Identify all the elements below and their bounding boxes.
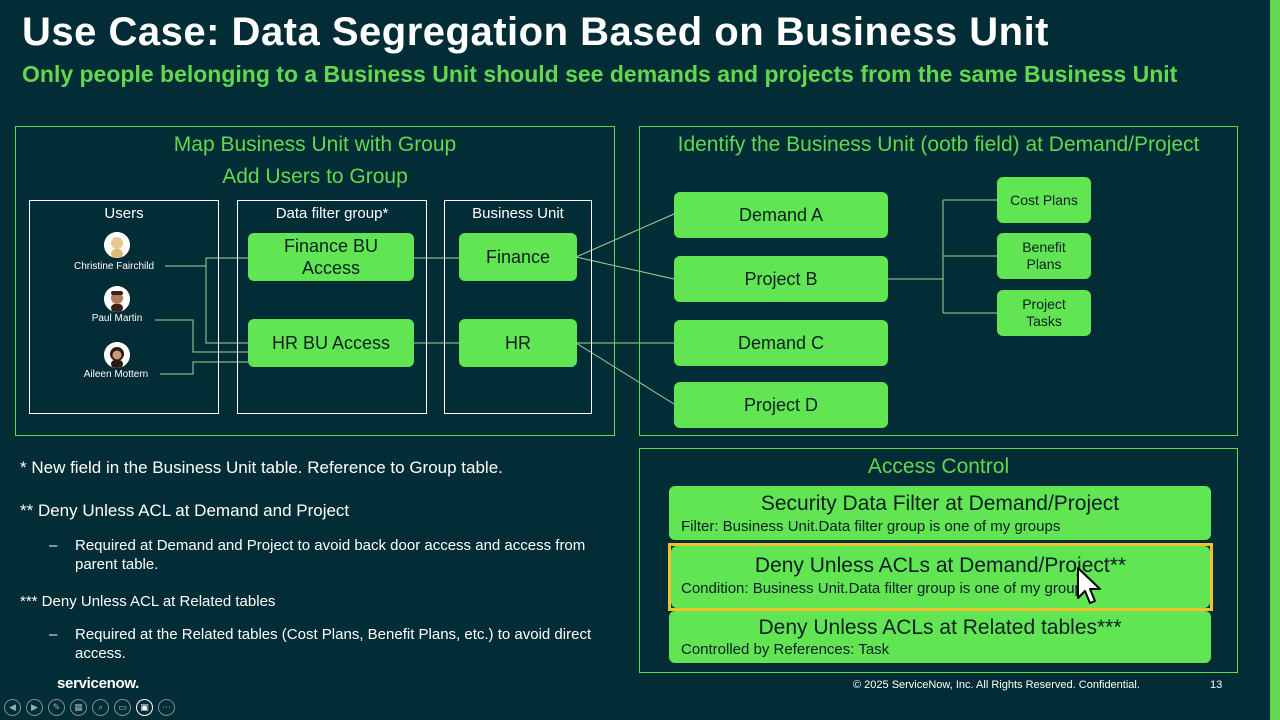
security-data-filter-condition: Filter: Business Unit.Data filter group … (681, 518, 1061, 535)
slide-subtitle: Only people belonging to a Business Unit… (22, 61, 1178, 87)
hr-business-unit: HR (459, 319, 577, 367)
business-unit-field-panel (639, 126, 1238, 436)
mouse-cursor-icon (1077, 567, 1101, 604)
project-b-record: Project B (674, 256, 888, 302)
note-deny-unless-demand-project: ** Deny Unless ACL at Demand and Project (20, 501, 350, 520)
zoom-icon[interactable]: ⌕ (92, 699, 109, 716)
demand-a-record: Demand A (674, 192, 888, 238)
next-icon[interactable]: ▶ (26, 699, 43, 716)
presentation-toolbar: ◀ ▶ ✎ ▦ ⌕ ▭ ▣ ⋯ (4, 699, 175, 716)
group-mapping-panel (15, 126, 615, 436)
more-icon[interactable]: ⋯ (158, 699, 175, 716)
user-avatar-icon (104, 342, 130, 368)
right-edge-bar (1270, 0, 1280, 720)
user-avatar-icon (104, 286, 130, 312)
access-control-panel (639, 448, 1238, 673)
page-number: 13 (1210, 679, 1223, 691)
deny-unless-demand-project-box: Deny Unless ACLs at Demand/Project** Con… (671, 546, 1210, 608)
note-dash: – (49, 537, 58, 554)
business-unit-header: Business Unit (472, 205, 564, 222)
note-dash: – (49, 626, 58, 643)
benefit-plans-table: Benefit Plans (997, 233, 1091, 279)
add-users-title: Add Users to Group (222, 165, 408, 188)
note-deny-unless-related-detail: Required at the Related tables (Cost Pla… (75, 626, 592, 662)
servicenow-logo: servicenow. (57, 675, 140, 692)
business-unit-column: Business Unit (444, 200, 592, 414)
deny-unless-related-box: Deny Unless ACLs at Related tables*** Co… (669, 611, 1211, 663)
deny-unless-demand-project-condition: Condition: Business Unit.Data filter gro… (681, 580, 1091, 597)
security-data-filter-box: Security Data Filter at Demand/Project F… (669, 486, 1211, 540)
avatar (104, 286, 130, 312)
user-name: Paul Martin (91, 313, 143, 324)
slides-icon[interactable]: ▦ (70, 699, 87, 716)
project-d-record: Project D (674, 382, 888, 428)
finance-bu-access-group: Finance BU Access (248, 233, 414, 281)
data-filter-group-header: Data filter group* (275, 205, 389, 222)
cost-plans-table: Cost Plans (997, 177, 1091, 223)
data-filter-group-column: Data filter group* (237, 200, 427, 414)
prev-icon[interactable]: ◀ (4, 699, 21, 716)
avatar (104, 232, 130, 258)
users-header: Users (104, 205, 144, 222)
note-deny-unless-demand-project-detail: Required at Demand and Project to avoid … (75, 537, 586, 573)
deny-unless-related-title: Deny Unless ACLs at Related tables*** (758, 616, 1122, 639)
users-column: Users (29, 200, 219, 414)
highlight-frame (668, 543, 1213, 611)
user-name: Christine Fairchild (73, 261, 155, 272)
access-control-title: Access Control (867, 455, 1010, 478)
user-avatar-icon (104, 232, 130, 258)
hr-bu-access-group: HR BU Access (248, 319, 414, 367)
business-unit-field-title: Identify the Business Unit (ootb field) … (677, 133, 1200, 156)
camera-icon[interactable]: ▣ (136, 699, 153, 716)
copyright-text: © 2025 ServiceNow, Inc. All Rights Reser… (853, 679, 1140, 691)
group-mapping-title: Map Business Unit with Group (173, 133, 457, 156)
deny-unless-demand-project-title: Deny Unless ACLs at Demand/Project** (754, 554, 1127, 577)
demand-c-record: Demand C (674, 320, 888, 366)
avatar (104, 342, 130, 368)
subtitle-icon[interactable]: ▭ (114, 699, 131, 716)
project-tasks-table: Project Tasks (997, 290, 1091, 336)
note-deny-unless-related: *** Deny Unless ACL at Related tables (20, 593, 276, 610)
pen-icon[interactable]: ✎ (48, 699, 65, 716)
deny-unless-related-reference: Controlled by References: Task (681, 641, 890, 658)
security-data-filter-title: Security Data Filter at Demand/Project (760, 492, 1120, 515)
note-new-field: * New field in the Business Unit table. … (20, 458, 503, 477)
slide-title: Use Case: Data Segregation Based on Busi… (22, 10, 1049, 54)
user-name: Aileen Mottern (83, 369, 149, 380)
finance-business-unit: Finance (459, 233, 577, 281)
